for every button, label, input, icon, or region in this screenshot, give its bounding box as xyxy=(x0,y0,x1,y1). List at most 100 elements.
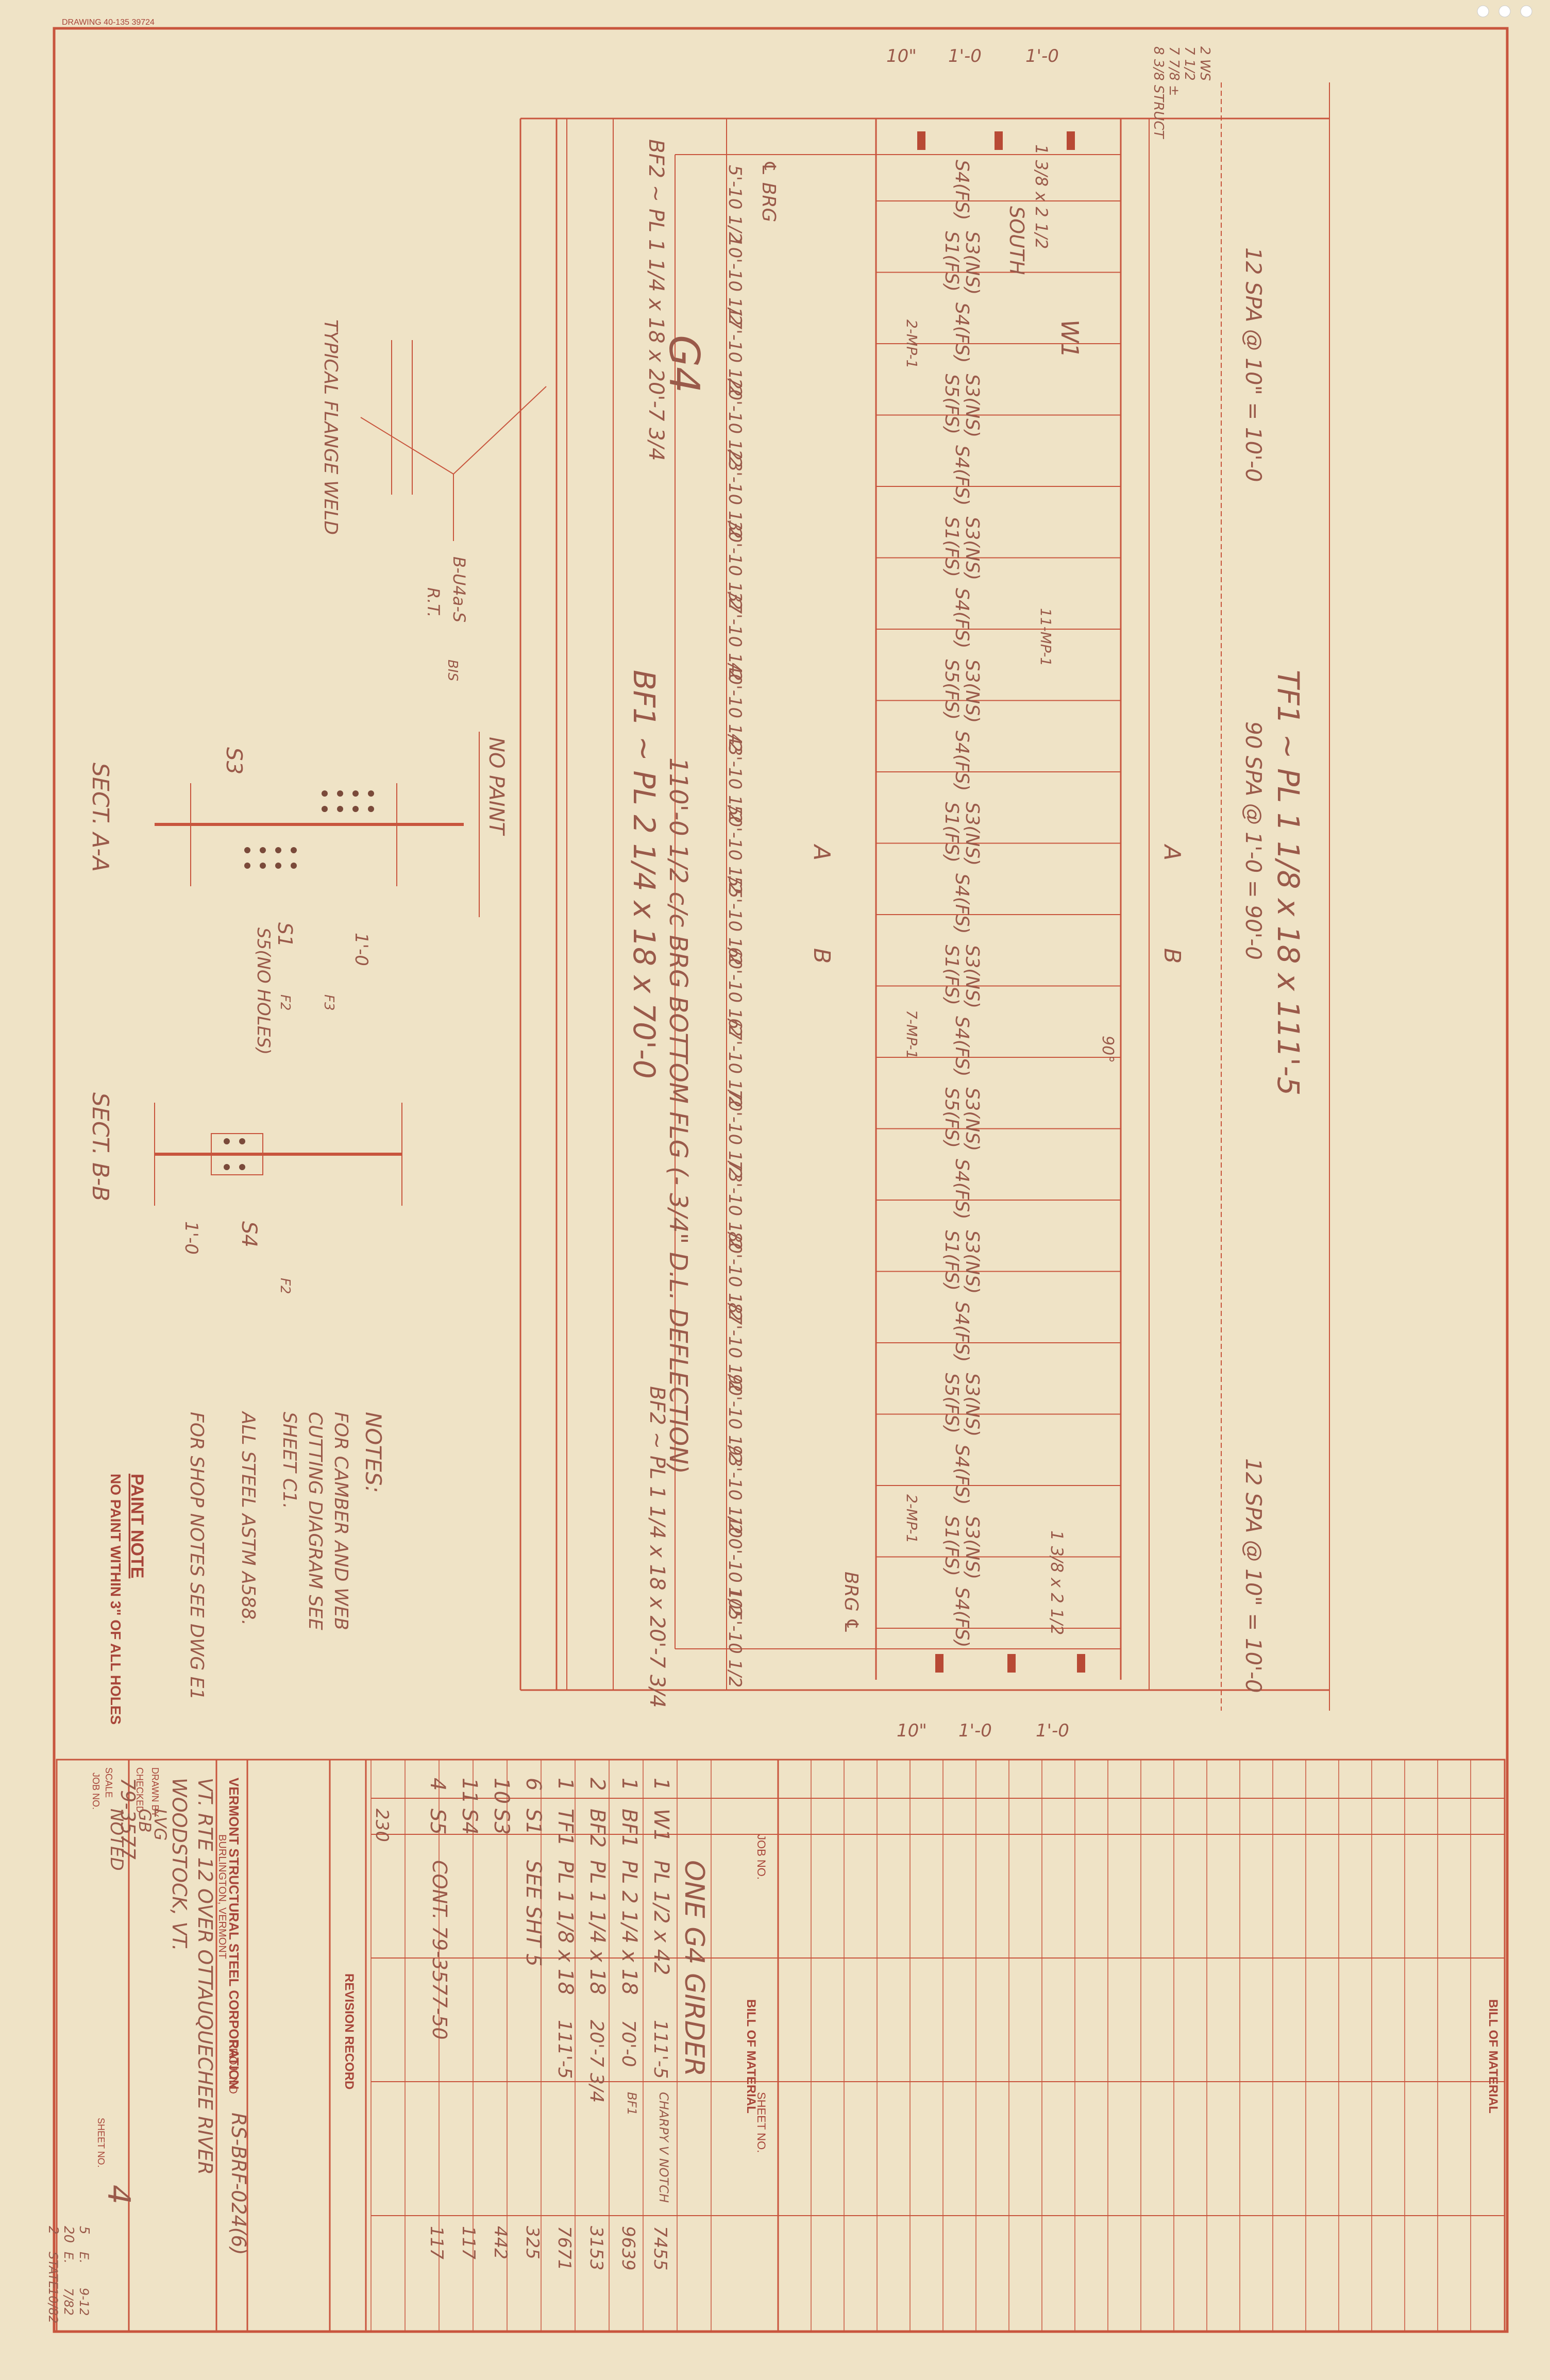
bom-mark: S1 xyxy=(521,1809,545,1835)
hole-note-right: 1 3/8 x 2 1/2 xyxy=(1047,1530,1067,1635)
bom-desc: PL 1 1/8 x 18 xyxy=(553,1860,577,1995)
bom-grid xyxy=(370,1759,1506,2333)
station-label: 43'-10 1/2 xyxy=(725,734,745,823)
punch-hole xyxy=(1498,5,1511,18)
section-bb-detail xyxy=(154,1103,402,1206)
revision-no: 20 xyxy=(61,2226,76,2243)
station-label: 73'-10 1/2 xyxy=(725,1160,745,1250)
top-dim-1: 10" xyxy=(886,46,917,66)
bom-weight: 7455 xyxy=(650,2226,670,2271)
revision-by: STATE xyxy=(46,2252,60,2289)
s1-label: S1 xyxy=(274,922,296,947)
bom-qty: 6 xyxy=(521,1778,545,1791)
stiffener-label: S1(FS) xyxy=(941,802,962,863)
station-label: 90'-10 1/2 xyxy=(725,1374,745,1463)
bom-total: 230 xyxy=(372,1809,392,1842)
revision-record-title: REVISION RECORD xyxy=(342,1973,356,2089)
bom-qty: 4 xyxy=(426,1778,449,1791)
scale-value: NOTED xyxy=(106,1809,127,1871)
weld-note-2: 11-MP-1 xyxy=(1037,608,1054,666)
drawing-stamp: DRAWING 40-135 39724 xyxy=(62,18,155,27)
proj-label: PROJ. NO xyxy=(227,2040,240,2094)
top-dim-2: 1'-0 xyxy=(948,46,982,66)
stiffener-label: S3(NS) xyxy=(962,802,983,866)
station-label: 80'-10 1/2 xyxy=(725,1231,745,1321)
station-label: 55'-10 1/2 xyxy=(725,876,745,966)
bom-desc: PL 1/2 x 42 xyxy=(649,1860,673,1976)
stiffener-label: S4(FS) xyxy=(951,1444,972,1505)
bom-weight: 7671 xyxy=(554,2226,575,2271)
s4-label: S4 xyxy=(237,1221,261,1247)
f3-tag: F3 xyxy=(321,994,336,1011)
section-b-cut: B xyxy=(808,948,835,964)
section-bb-bolts xyxy=(224,1138,245,1170)
company-name: VERMONT STRUCTURAL STEEL CORPORATION xyxy=(226,1778,242,2089)
station-label: 93'-10 1/2 xyxy=(725,1445,745,1534)
stiffener-label: S1(FS) xyxy=(941,945,962,1005)
stiffener-label: S5(FS) xyxy=(941,374,962,434)
stiffener-label: S3(NS) xyxy=(962,374,983,438)
top-flange-label: TF1 ~ PL 1 1/8 x 18 x 111'-5 xyxy=(1271,670,1306,1095)
f2-tag: F2 xyxy=(277,994,293,1011)
stiffener-label: S4(FS) xyxy=(951,445,972,505)
notes-line-2: CUTTING DIAGRAM SEE xyxy=(305,1412,326,1630)
bom-group-title: ONE G4 GIRDER xyxy=(679,1860,710,2077)
bom-qty: 10 xyxy=(490,1778,513,1804)
station-label: 70'-10 1/2 xyxy=(725,1089,745,1179)
station-label: 23'-10 1/2 xyxy=(725,449,745,539)
bottom-dim-3: 1'-0 xyxy=(1036,1720,1069,1741)
stiffener-label: S5(FS) xyxy=(941,1373,962,1433)
stiffener-label: S3(NS) xyxy=(962,1230,983,1294)
left-dim-3: 7 7/8 ± xyxy=(1166,46,1182,96)
station-label: 20'-10 1/2 xyxy=(725,378,745,468)
project-town: WOODSTOCK, VT. xyxy=(168,1778,191,1951)
station-label: 60'-10 1/2 xyxy=(725,947,745,1037)
brg-right: BRG ℄ xyxy=(840,1572,862,1634)
revision-no: 2 xyxy=(45,2226,61,2235)
stiffener-label: S1(FS) xyxy=(941,231,962,292)
stiffener-label: S4(FS) xyxy=(951,1016,972,1076)
stiffener-label: S3(NS) xyxy=(962,1088,983,1152)
section-b-cut-top: B xyxy=(1159,948,1185,964)
stiffener-label: S4(FS) xyxy=(951,873,972,934)
stiffener-label: S1(FS) xyxy=(941,1230,962,1291)
stiffener-label: S1(FS) xyxy=(941,1516,962,1576)
station-label: 37'-10 1/2 xyxy=(725,592,745,681)
s5-label: S5(NO HOLES) xyxy=(253,927,274,1055)
revision-date: 7/82 xyxy=(61,2288,76,2316)
bom-weight: 325 xyxy=(522,2226,543,2259)
bom-qty: 1 xyxy=(617,1778,641,1791)
bom-mark: S4 xyxy=(458,1809,481,1835)
bom-length: 111'-5 xyxy=(650,2020,671,2079)
bom-qty: 2 xyxy=(585,1778,609,1791)
bom-mark: BF2 xyxy=(585,1809,609,1848)
station-label: 105'-10 1/2 xyxy=(725,1587,745,1687)
bom-length: 111'-5 xyxy=(554,2020,575,2079)
bom-weight: 117 xyxy=(426,2226,447,2259)
stiffener-label: S3(NS) xyxy=(962,660,983,723)
bom-mark: W1 xyxy=(649,1809,673,1842)
bom-weight: 9639 xyxy=(618,2226,638,2271)
weld-note-3: 7-MP-1 xyxy=(903,1010,920,1059)
weld-note-4: 2-MP-1 xyxy=(903,1494,920,1543)
station-label: 100'-10 1/2 xyxy=(725,1516,745,1616)
station-label: 5'-10 1/2 xyxy=(725,165,745,243)
paint-note-text: NO PAINT WITHIN 3" OF ALL HOLES xyxy=(108,1474,124,1725)
notes-line-3: SHEET C1. xyxy=(279,1412,300,1509)
stiffener-label: S3(NS) xyxy=(962,1516,983,1580)
bom-note: BF1 xyxy=(625,2092,639,2116)
sheet-border xyxy=(53,27,1509,2333)
typical-flange-weld: TYPICAL FLANGE WELD xyxy=(320,319,341,535)
bom-qty: 1 xyxy=(553,1778,577,1791)
job-no-label: JOB NO. xyxy=(755,1834,768,1880)
span-note: 110'-0 1/2 c/c BRG BOTTOM FLG (- 3/4" D.… xyxy=(664,757,693,1474)
bottom-dim-2: 1'-0 xyxy=(958,1720,992,1741)
bolt-marks xyxy=(917,131,1085,1673)
stiffener-label: S4(FS) xyxy=(951,1587,972,1647)
stiffener-label: S4(FS) xyxy=(951,1302,972,1362)
dim-1-0-a: 1'-0 xyxy=(351,933,372,966)
scale-label: SCALE xyxy=(104,1767,114,1798)
